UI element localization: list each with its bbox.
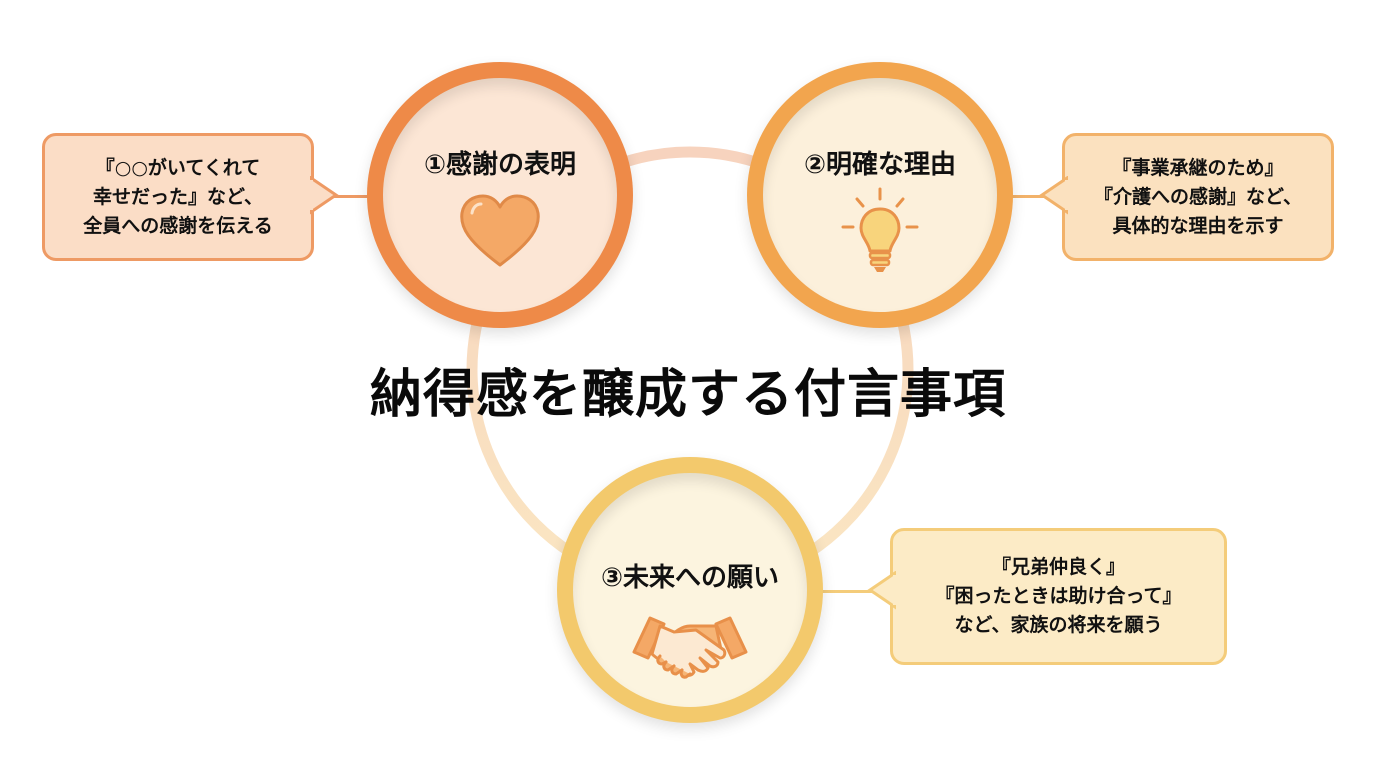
page-title: 納得感を醸成する付言事項: [369, 365, 1006, 425]
node-gratitude: ①感謝の表明: [367, 62, 633, 328]
callout-line: 具体的な理由を示す: [1112, 214, 1284, 237]
callout-tail: [310, 176, 339, 215]
connector-1: [318, 195, 370, 198]
callout-line: など、家族の将来を願う: [954, 614, 1163, 636]
callout-tail: [1039, 176, 1068, 215]
lightbulb-icon: [835, 187, 925, 281]
node-title: ①感謝の表明: [423, 150, 576, 180]
callout-gratitude: 『○○がいてくれて 幸せだった』など、 全員への感謝を伝える: [42, 133, 314, 261]
callout-line: 幸せだった』など、: [92, 185, 264, 208]
callout-line: 『介護への感謝』など、: [1093, 185, 1303, 208]
node-title: ②明確な理由: [803, 150, 956, 180]
heart-icon: [458, 193, 542, 273]
node-reason: ②明確な理由: [747, 62, 1013, 328]
callout-reason: 『事業承継のため』 『介護への感謝』など、 具体的な理由を示す: [1062, 133, 1334, 261]
callout-tail: [867, 571, 896, 610]
callout-wish: 『兄弟仲良く』 『困ったときは助け合って』 など、家族の将来を願う: [890, 528, 1227, 665]
callout-line: 『困ったときは助け合って』: [935, 585, 1182, 607]
connector-3: [820, 590, 886, 593]
callout-line: 全員への感謝を伝える: [83, 214, 273, 237]
connector-2: [1008, 195, 1058, 198]
callout-line: 『○○がいてくれて: [95, 156, 261, 179]
handshake-icon: [630, 604, 750, 688]
node-title: ③未来への願い: [600, 563, 779, 593]
callout-line: 『兄弟仲良く』: [991, 556, 1125, 578]
node-wish: ③未来への願い: [557, 457, 823, 723]
callout-line: 『事業承継のため』: [1112, 156, 1284, 179]
